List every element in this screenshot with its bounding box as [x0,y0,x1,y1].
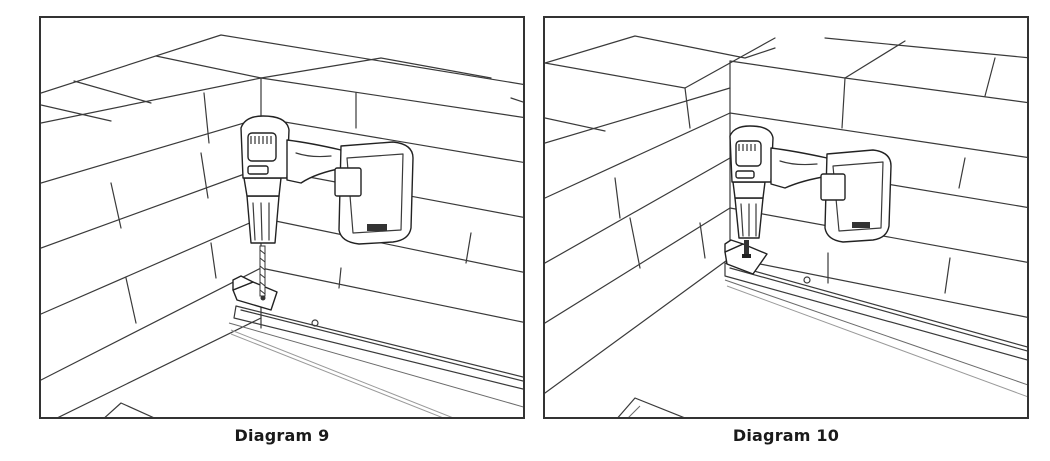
angle-bracket [232,275,278,311]
cordless-drill [240,115,414,245]
track-rail [104,305,523,417]
diagram-9-caption: Diagram 9 [234,426,330,445]
diagram-10-caption: Diagram 10 [732,426,840,445]
screw [742,240,751,258]
diagram-10-illustration [543,16,1029,419]
wall-blocks [41,34,523,417]
cordless-drill [729,125,892,243]
angle-bracket [724,239,768,275]
diagram-9-illustration [39,16,525,419]
wall-drilling-illustration [41,34,523,417]
track-rail [617,262,1027,417]
drill-bit [259,245,266,297]
wall-blocks [545,35,1027,394]
wall-screwing-illustration [545,35,1027,417]
